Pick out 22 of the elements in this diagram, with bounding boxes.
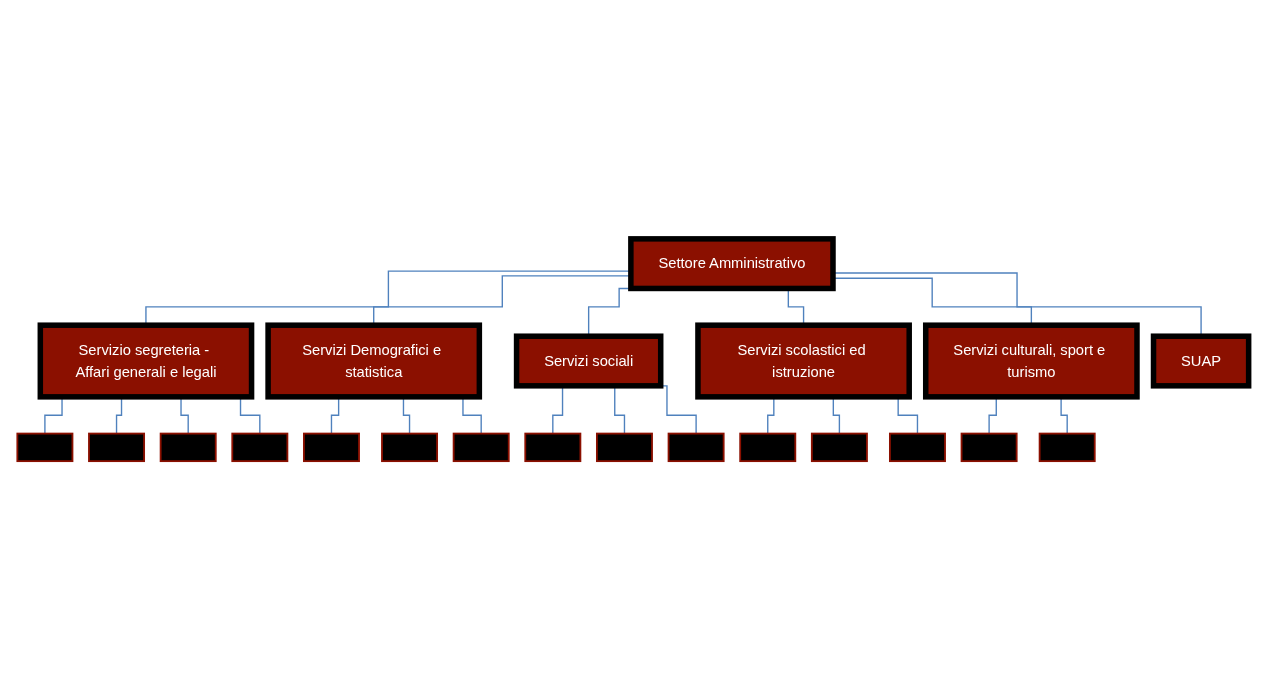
node-box: [231, 432, 289, 463]
node-box: [524, 432, 582, 463]
node-box: [960, 432, 1018, 463]
node-box: Settore Amministrativo: [628, 236, 836, 292]
node-box: [739, 432, 797, 463]
node-box: [667, 432, 725, 463]
node-box: Servizio segreteria - Affari generali e legali: [37, 322, 255, 400]
node-box: [303, 432, 360, 463]
node-box: [159, 432, 217, 463]
node-box: SUAP: [1150, 333, 1252, 389]
node-box: [1038, 432, 1096, 463]
node-box: [810, 432, 868, 463]
node-box: Servizi sociali: [513, 333, 664, 389]
node-box: [889, 432, 946, 463]
node-box: [381, 432, 439, 463]
node-box: Servizi culturali, sport e turismo: [922, 322, 1140, 400]
node-box: [88, 432, 145, 463]
node-box: [452, 432, 510, 463]
node-box: Servizi Demografici e statistica: [265, 322, 483, 400]
node-box: [16, 432, 74, 463]
node-box: Servizi scolastici ed istruzione: [695, 322, 912, 400]
node-box: [596, 432, 653, 463]
